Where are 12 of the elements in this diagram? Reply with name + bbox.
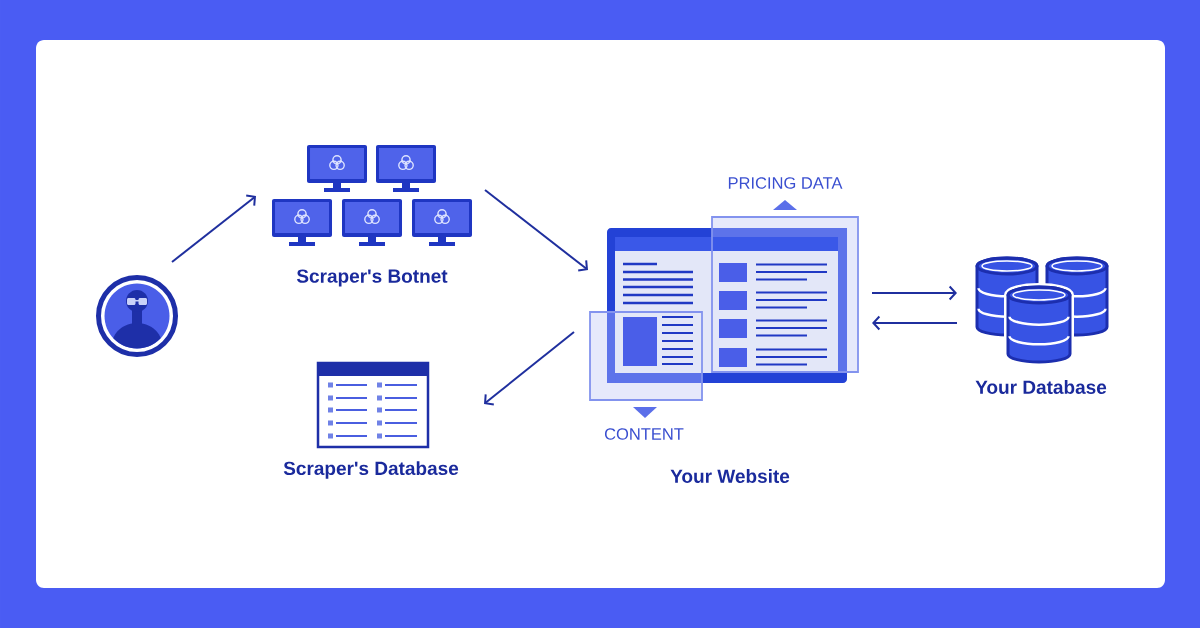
avatar-icon	[96, 275, 178, 357]
node-label: PRICING DATA	[728, 177, 843, 189]
arrow	[171, 194, 256, 263]
arrow	[484, 189, 588, 272]
node-label: CONTENT	[604, 428, 684, 440]
arrow	[484, 331, 575, 406]
label: Your Website	[670, 469, 790, 483]
node-label: Your Database	[975, 380, 1107, 394]
arrow	[872, 315, 958, 331]
arrow	[871, 285, 957, 301]
node-label: Scraper's Botnet	[296, 269, 448, 287]
node-label: Scraper's Database	[283, 461, 459, 479]
